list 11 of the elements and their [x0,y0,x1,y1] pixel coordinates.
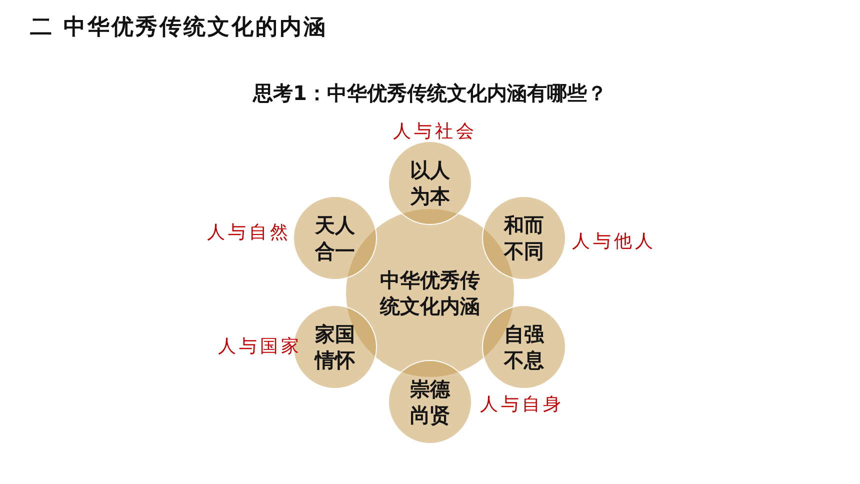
relation-label: 人与自然 [207,221,291,244]
concept-circle: 和而不同 [482,196,566,280]
relation-label: 人与他人 [572,230,656,253]
section-heading: 二 中华优秀传统文化的内涵 [30,14,328,42]
relation-label: 人与社会 [393,120,477,143]
concept-circle: 自强不息 [482,305,566,389]
concept-circle: 以人为本 [388,141,472,225]
question-text: 思考1：中华优秀传统文化内涵有哪些？ [253,80,607,107]
concept-circle: 天人合一 [293,196,377,280]
concept-circle: 崇德尚贤 [388,360,472,444]
relation-label: 人与自身 [480,393,564,416]
